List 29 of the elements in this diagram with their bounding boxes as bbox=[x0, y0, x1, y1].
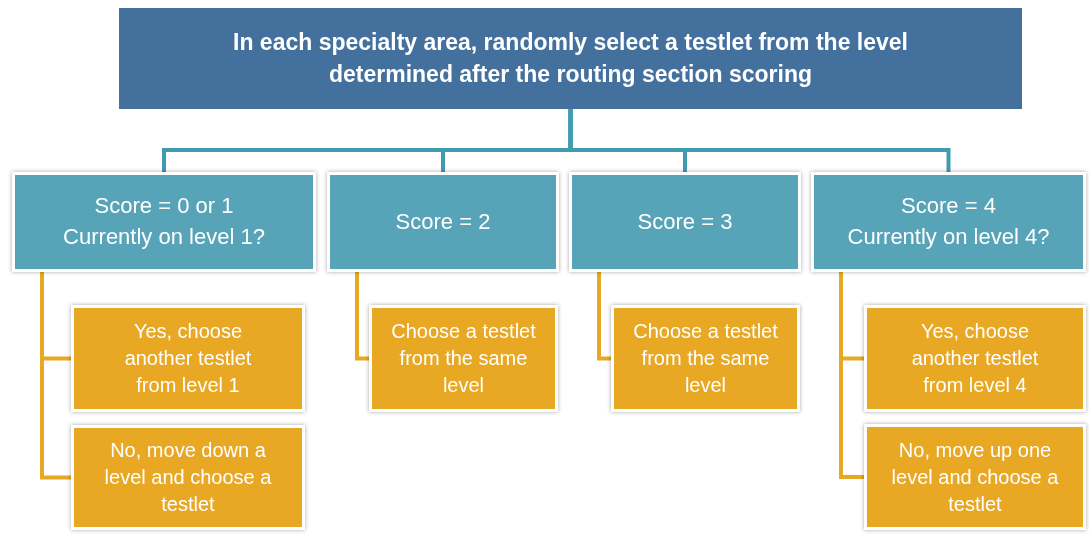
box-text: In each specialty area, randomly select a testlet from the level determined after the routing section scoring bbox=[232, 28, 909, 89]
action-box bbox=[864, 424, 1086, 530]
box-text: No, move down a level and choose a testlet bbox=[103, 438, 273, 517]
action-box bbox=[611, 305, 800, 412]
action-box bbox=[71, 305, 305, 412]
header-box bbox=[119, 8, 1022, 109]
connector-line bbox=[597, 272, 611, 361]
score-box bbox=[811, 172, 1086, 272]
action-box bbox=[369, 305, 558, 412]
box-text: Choose a testlet from the same level bbox=[632, 319, 779, 398]
box-text: Score = 0 or 1 bbox=[94, 192, 234, 221]
box-text: Currently on level 1? bbox=[63, 223, 265, 251]
box-text: Choose a testlet from the same level bbox=[390, 319, 537, 398]
action-box bbox=[71, 425, 305, 530]
connector-line bbox=[839, 272, 864, 479]
action-box bbox=[864, 305, 1086, 412]
box-text: Score = 4 bbox=[901, 192, 996, 221]
score-box bbox=[12, 172, 316, 272]
box-text: Yes, choose another testlet from level 4 bbox=[910, 319, 1040, 398]
box-text: Currently on level 4? bbox=[847, 223, 1050, 251]
score-box bbox=[569, 172, 801, 272]
connector-line bbox=[355, 272, 369, 361]
connector-line bbox=[568, 109, 951, 172]
box-text: Score = 2 bbox=[395, 207, 491, 236]
score-box bbox=[327, 172, 559, 272]
connector-line bbox=[40, 272, 71, 480]
box-text: Yes, choose another testlet from level 1 bbox=[123, 319, 253, 398]
box-text: No, move up one level and choose a testlet bbox=[890, 437, 1060, 517]
box-text: Score = 3 bbox=[637, 207, 733, 236]
